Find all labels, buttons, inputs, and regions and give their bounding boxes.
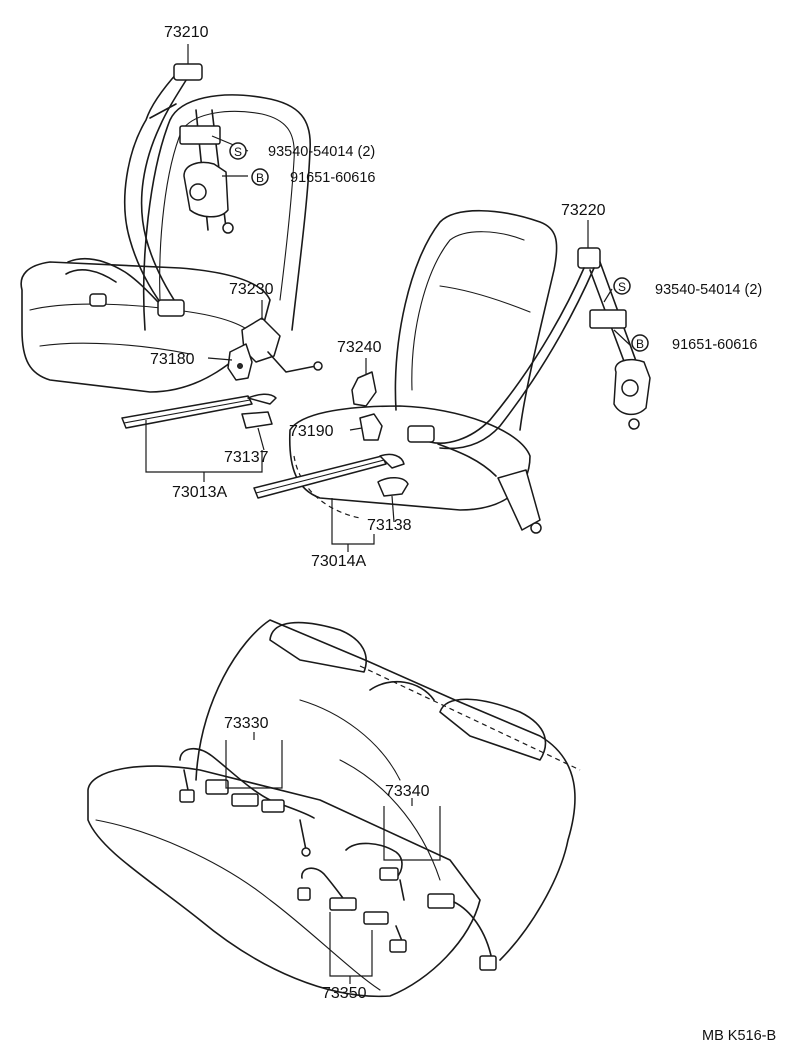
label-73180: 73180 [150,351,195,368]
belt-guide-icon [157,299,185,317]
label-73210: 73210 [164,24,209,41]
hardware-markers: S B S B [229,142,649,352]
label-91651-left: 91651-60616 [290,170,375,186]
left-front-belt-assembly [65,63,234,317]
label-73013A: 73013A [172,484,227,501]
label-73240: 73240 [337,339,382,356]
rear-right-buckle-icon [427,893,455,909]
marker-b-left: B [256,171,264,185]
upper-anchor-icon [173,63,203,81]
rear-left-buckle-icon [205,779,229,795]
tongue-right-icon [407,425,435,443]
leader-lines [145,44,631,984]
floor-anchor-icon [89,293,107,307]
right-front-belt-assembly [407,247,651,534]
label-73230: 73230 [229,281,274,298]
diagram-code: MB K516-B [702,1028,776,1044]
right-buckle-parts [351,371,383,441]
left-buckle-73230 [241,317,323,373]
marker-s-right: S [618,280,626,294]
seat-track-73014A [253,453,409,499]
label-73220: 73220 [561,202,606,219]
buckle-73240-icon [351,371,377,407]
bracket-73180 [227,343,253,381]
rear-seat [87,619,581,998]
rear-center-buckle-icon [329,897,357,911]
label-73014A: 73014A [311,553,366,570]
label-73340: 73340 [385,783,430,800]
cover-73137-icon [241,411,273,429]
label-73138: 73138 [367,517,412,534]
label-73330: 73330 [224,715,269,732]
upper-anchor-right-icon [577,247,601,269]
bracket-73190-icon [359,413,383,441]
label-73137: 73137 [224,449,269,466]
label-73190: 73190 [289,423,334,440]
rear-belt-assemblies [179,748,497,971]
part-labels: 73210 93540-54014 (2) 91651-60616 73230 … [150,24,776,1044]
right-front-seat [288,209,558,519]
marker-s-left: S [234,145,242,159]
label-73350: 73350 [322,985,367,1002]
seat-track-73013A [121,393,277,429]
label-93540-right: 93540-54014 (2) [655,282,762,298]
label-91651-right: 91651-60616 [672,337,757,353]
cover-73138-icon [377,477,409,497]
marker-b-right: B [636,337,644,351]
label-93540-left: 93540-54014 (2) [268,144,375,160]
